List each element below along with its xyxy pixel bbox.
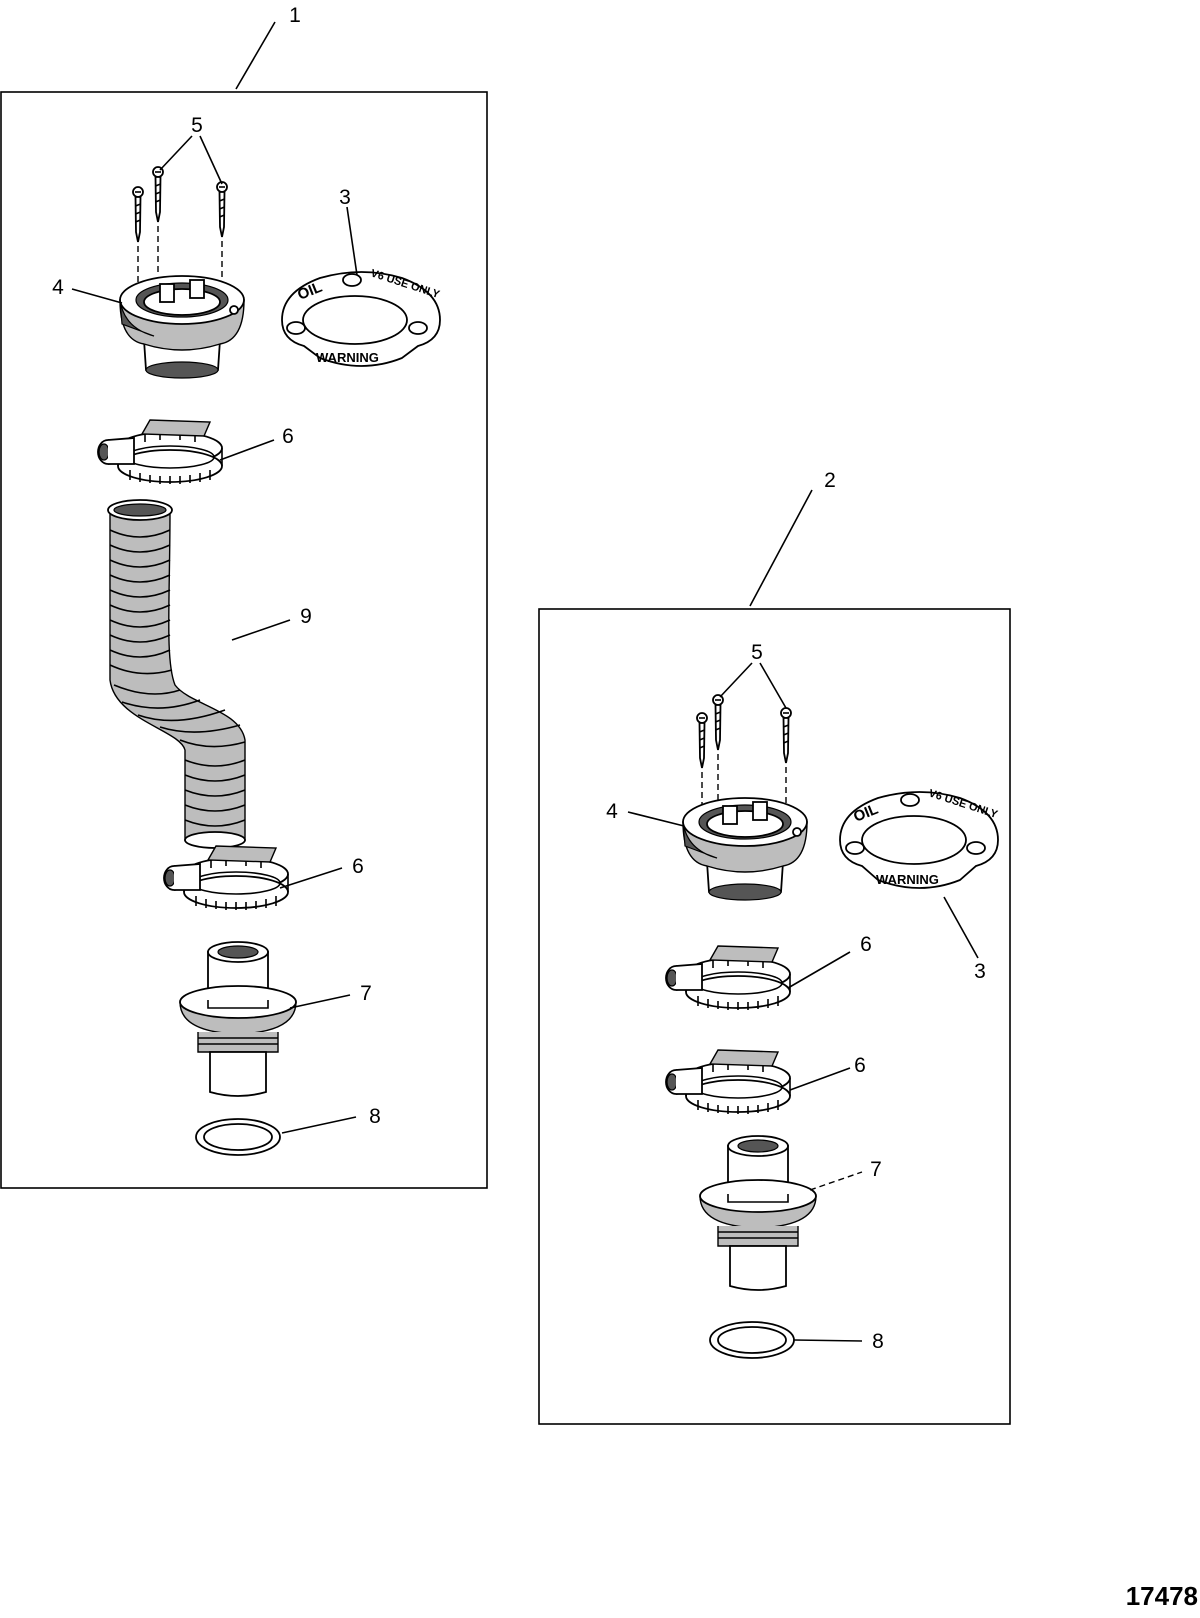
kit-1-clamp-lower: 6 [163, 845, 364, 911]
kit-2-leader [749, 489, 813, 607]
kit-2-fitting-callout: 7 [870, 1158, 882, 1181]
kit-2-screws: 5 [696, 641, 792, 812]
kit-1-screws: 5 [132, 114, 228, 285]
kit-2-gasket: 8 [709, 1321, 884, 1359]
kit-1-cap-callout: 4 [52, 276, 64, 299]
kit-2-clamp-lower-callout: 6 [854, 1054, 866, 1077]
kit-1-hose-callout: 9 [300, 605, 312, 628]
kit-2-frame [538, 608, 1011, 1425]
kit-2-clamp-upper: 6 [665, 933, 872, 1011]
kit-2-decal-warning: WARNING [876, 872, 939, 887]
kit-1-clamp-upper: 6 [97, 419, 294, 485]
kit-1-screws-callout: 5 [191, 114, 203, 137]
kit-1-decal-warning: WARNING [316, 350, 379, 365]
kit-1: 1 5 4 OIL V6 USE ONLY [0, 4, 488, 1189]
kit-2-gasket-callout: 8 [872, 1330, 884, 1353]
kit-2-callout: 2 [824, 469, 836, 492]
kit-2: 2 5 4 OIL V6 USE ONLY [538, 469, 1011, 1425]
kit-1-leader [235, 21, 276, 90]
kit-1-fitting-callout: 7 [360, 982, 372, 1005]
kit-1-frame [0, 91, 488, 1189]
kit-2-fill-cap: 4 [606, 797, 808, 901]
kit-2-screws-callout: 5 [751, 641, 763, 664]
kit-1-warning-decal: OIL V6 USE ONLY WARNING 3 [281, 186, 442, 367]
kit-2-clamp-upper-callout: 6 [860, 933, 872, 956]
kit-2-cap-callout: 4 [606, 800, 618, 823]
kit-2-clamp-lower: 6 [665, 1049, 866, 1115]
kit-1-decal-callout: 3 [339, 186, 351, 209]
kit-1-thru-hull-fitting: 7 [179, 941, 372, 1097]
figure-number: 17478 [1126, 1581, 1198, 1611]
kit-2-decal-callout: 3 [974, 960, 986, 983]
kit-1-clamp-lower-callout: 6 [352, 855, 364, 878]
kit-1-clamp-upper-callout: 6 [282, 425, 294, 448]
kit-2-thru-hull-fitting: 7 [699, 1135, 882, 1291]
kit-1-fill-cap: 4 [52, 275, 245, 379]
kit-1-callout: 1 [289, 4, 301, 27]
kit-1-gasket-callout: 8 [369, 1105, 381, 1128]
kit-1-hose: 9 [107, 499, 312, 849]
kit-1-gasket: 8 [195, 1105, 381, 1156]
